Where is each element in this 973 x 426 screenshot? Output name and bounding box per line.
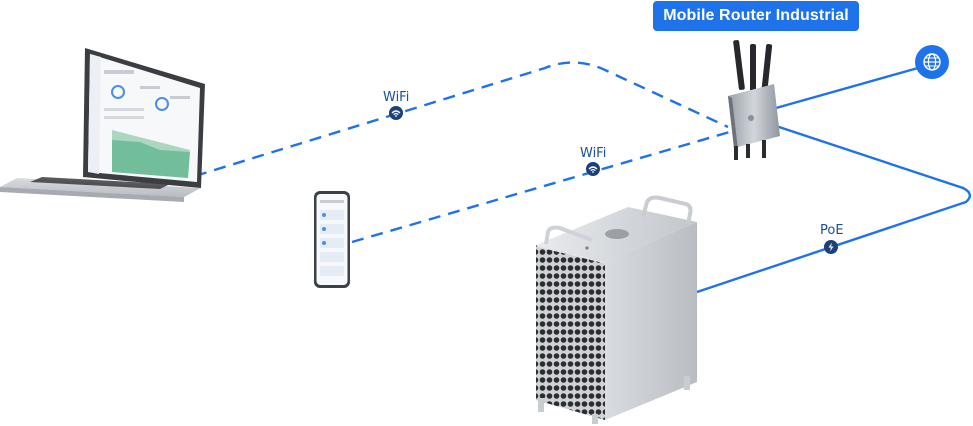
internet-link [775, 66, 919, 110]
page-title: Mobile Router Industrial [653, 1, 859, 31]
globe-icon [915, 45, 949, 79]
phone [314, 191, 350, 288]
phone-wifi-label: WiFi [580, 146, 607, 161]
mobile-router [728, 40, 780, 160]
laptop-wifi-link [194, 61, 729, 178]
wifi-icon [389, 106, 403, 120]
power-bolt-icon [824, 240, 838, 254]
wifi-icon [586, 162, 600, 176]
phone-wifi-link [351, 129, 734, 244]
laptop-wifi-label: WiFi [383, 90, 410, 105]
poe-link [696, 124, 971, 294]
laptop [0, 48, 205, 202]
tower-server [536, 195, 697, 424]
poe-label: PoE [820, 223, 844, 238]
